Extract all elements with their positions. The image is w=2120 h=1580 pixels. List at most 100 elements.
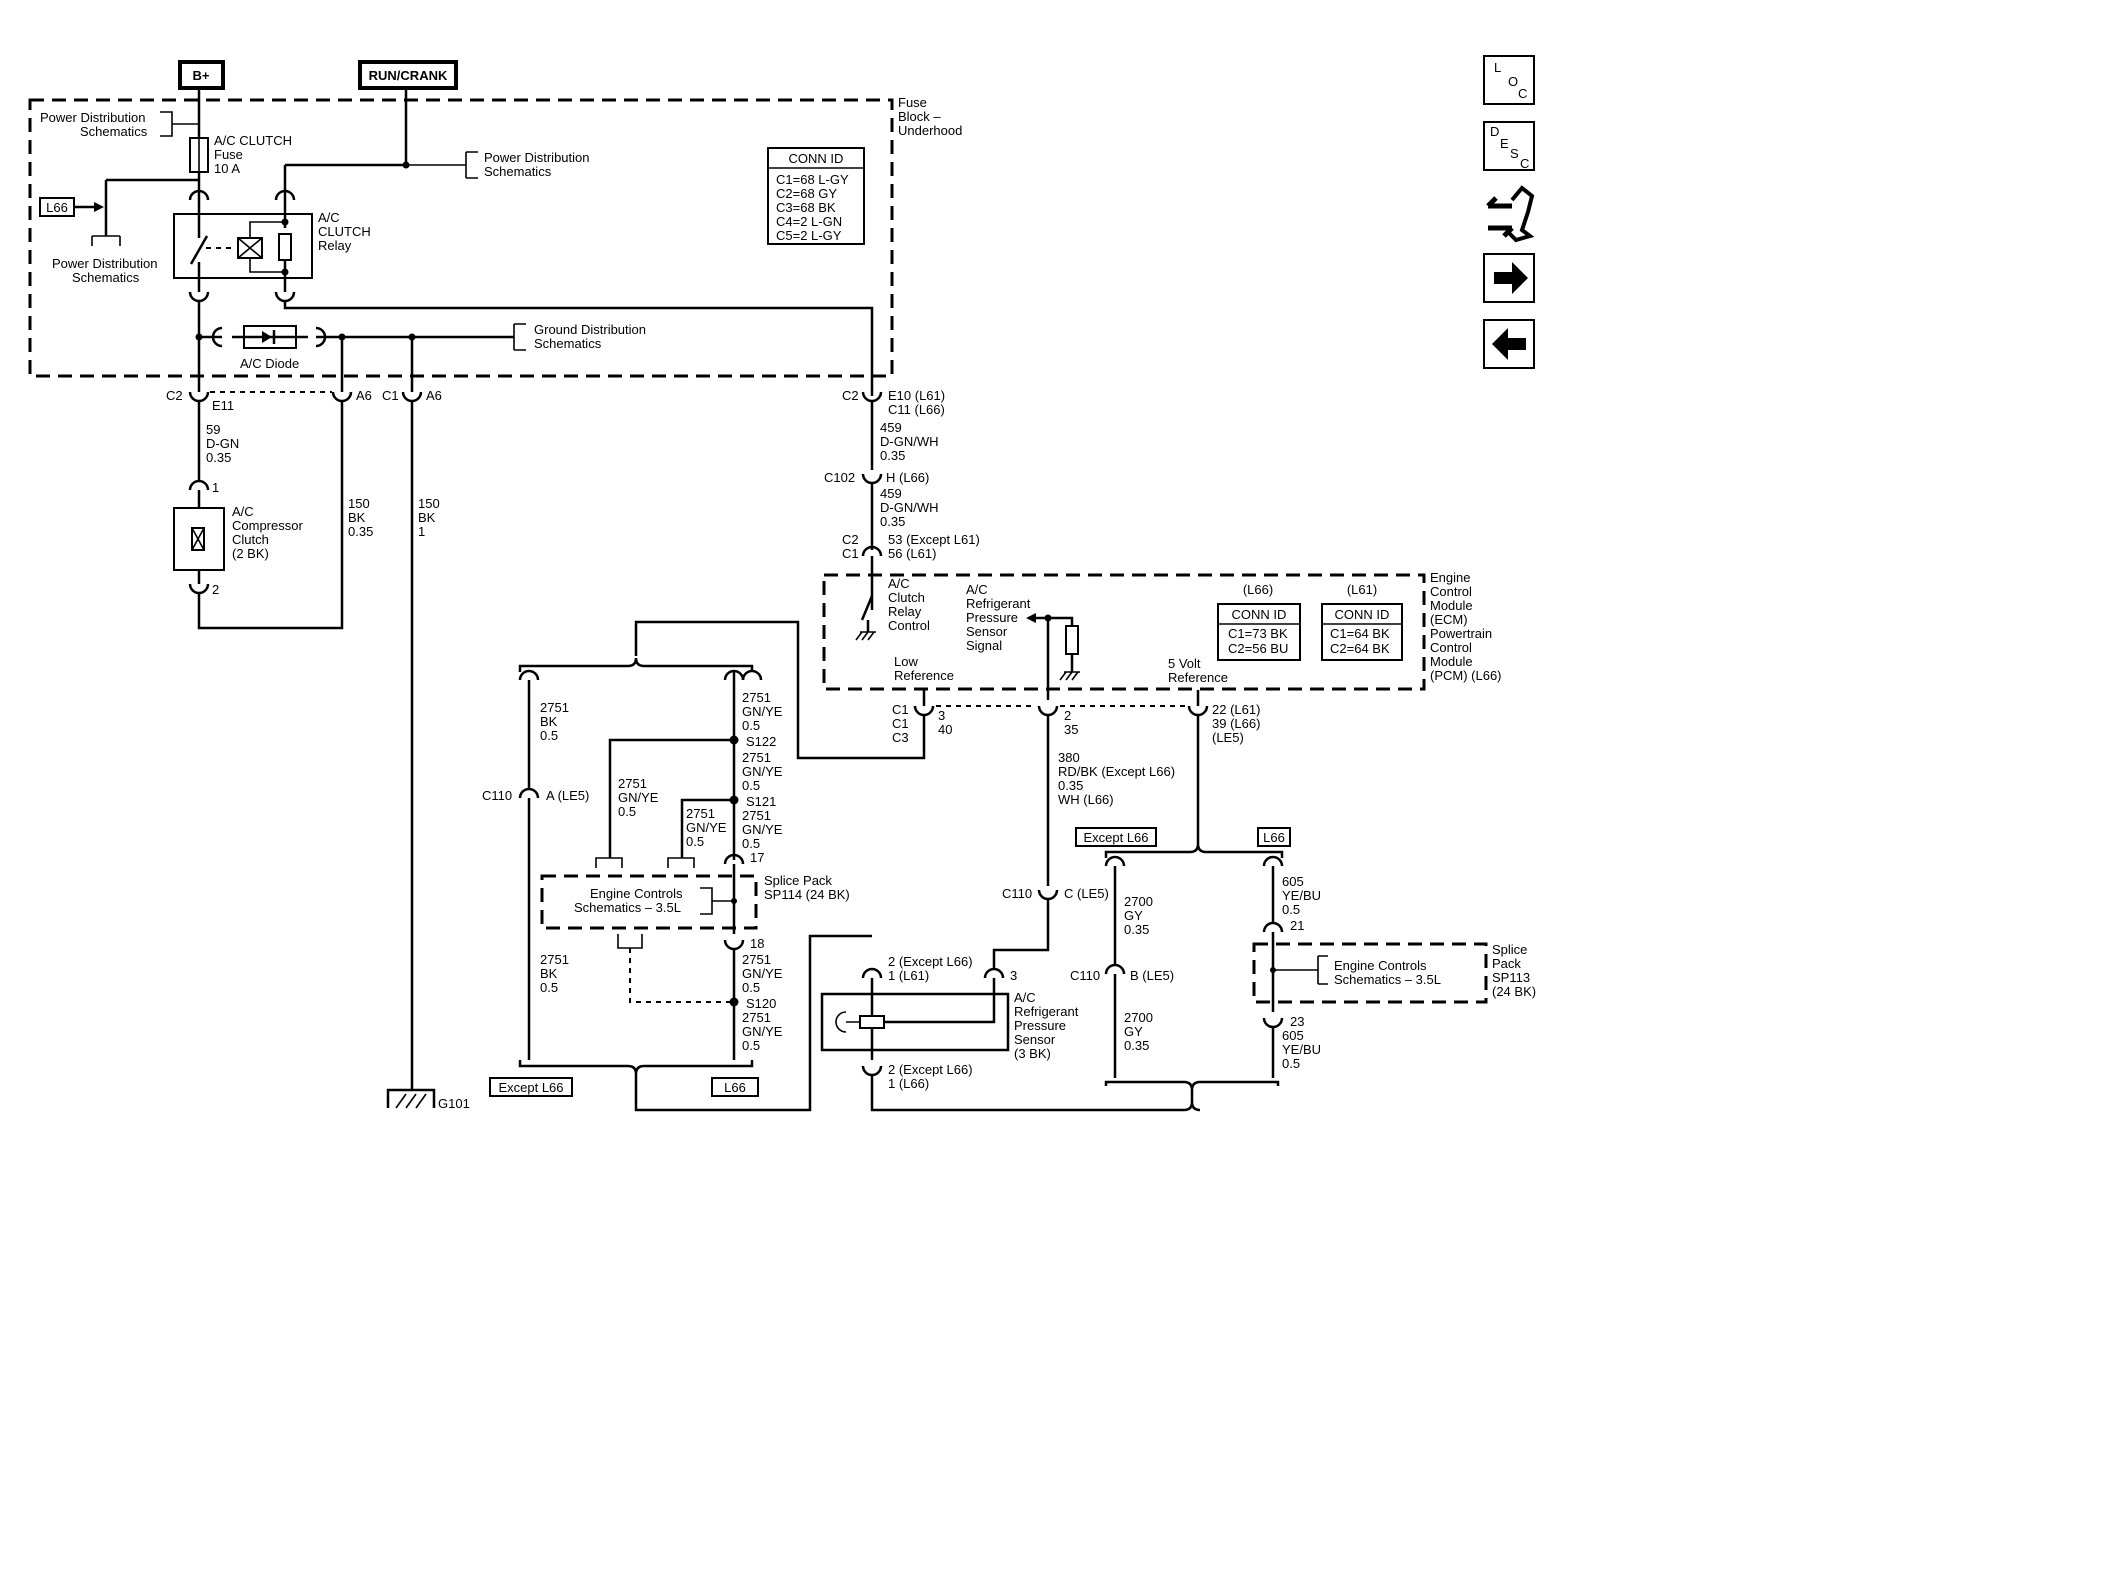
wire-2751-d: 2751 GN/YE 0.5: [742, 952, 786, 995]
run-crank-source: RUN/CRANK: [358, 60, 458, 90]
comp-pin-2: 2: [212, 582, 219, 597]
desc-letter-s: S: [1510, 146, 1519, 161]
splice-s120: S120: [746, 996, 776, 1011]
conn-e10: E10 (L61): [888, 388, 945, 403]
conn-a-le5: A (LE5): [546, 788, 589, 803]
desc-button[interactable]: D E S C: [1483, 121, 1535, 171]
conn-c-le5: C (LE5): [1064, 886, 1109, 901]
conn-a6-1: A6: [356, 388, 372, 403]
sp113-pin-21: 21: [1290, 918, 1304, 933]
loc-button[interactable]: L O C: [1483, 55, 1535, 105]
except-l66-label-1: Except L66: [498, 1080, 563, 1095]
ecm-low-ref-label: Low Reference: [894, 654, 954, 683]
wire-2751-e: 2751 GN/YE 0.5: [742, 1010, 786, 1053]
battery-label: B+: [193, 68, 210, 83]
sp114-label: Splice Pack SP114 (24 BK): [764, 873, 850, 902]
wire-2751-bk-bot: 2751 BK 0.5: [540, 952, 573, 995]
sp114-pin-18: 18: [750, 936, 764, 951]
wire-605b: 605 YE/BU 0.5: [1282, 1028, 1325, 1071]
wire-2751-bk-top: 2751 BK 0.5: [540, 700, 573, 743]
wire-380: 380 RD/BK (Except L66) 0.35 WH (L66): [1058, 750, 1179, 807]
l66-label-2: L66: [1263, 830, 1285, 845]
splice-pack-sp113: [1252, 942, 1488, 1004]
desc-letter-d: D: [1490, 124, 1499, 139]
l66-label-1: L66: [724, 1080, 746, 1095]
wire-2700b: 2700 GY 0.35: [1124, 1010, 1157, 1053]
conn-c11: C11 (L66): [888, 402, 945, 417]
svg-text:C2=56 BU: C2=56 BU: [1228, 641, 1288, 656]
conn-c110-c: C110: [1002, 886, 1032, 901]
sp113-pin-23: 23: [1290, 1014, 1304, 1029]
conn-c1: C1: [382, 388, 399, 403]
lowref-pins: 3 40: [938, 708, 952, 737]
next-page-button[interactable]: [1483, 253, 1535, 303]
sensor-bottom-pins: 2 (Except L66) 1 (L66): [888, 1062, 976, 1091]
svg-text:C1=73 BK: C1=73 BK: [1228, 626, 1288, 641]
fuse-block-conn-table: CONN ID C1=68 L-GY C2=68 GY C3=68 BK C4=…: [767, 147, 865, 245]
wire-150b: 150 BK 1: [418, 496, 443, 539]
svg-text:C4=2 L-GN: C4=2 L-GN: [776, 214, 842, 229]
conn-e11: E11: [212, 398, 234, 413]
sp113-label: Splice Pack SP113 (24 BK): [1492, 942, 1536, 999]
except-l66-tag-1: [489, 1077, 573, 1097]
l66-tag-1: [711, 1077, 759, 1097]
ecm-pressure-signal-label: A/C Refrigerant Pressure Sensor Signal: [966, 582, 1034, 653]
wire-2751-l2: 2751 GN/YE 0.5: [686, 806, 730, 849]
vref-pins: 22 (L61) 39 (L66) (LE5): [1212, 702, 1264, 745]
run-crank-label: RUN/CRANK: [369, 68, 448, 83]
wire-2751-l1: 2751 GN/YE 0.5: [618, 776, 662, 819]
ecm-conn-table-l66: (L66) CONN ID C1=73 BK C2=56 BU: [1217, 582, 1301, 661]
fuse-block-boundary: [28, 98, 894, 378]
l66-option-label: L66: [46, 200, 68, 215]
wire-150a: 150 BK 0.35: [348, 496, 373, 539]
ground-label: G101: [438, 1096, 470, 1111]
except-l66-tag-2: [1075, 827, 1157, 847]
splice-s122: S122: [746, 734, 776, 749]
conn-b-le5: B (LE5): [1130, 968, 1174, 983]
conn-c1-ecm: C1: [842, 546, 859, 561]
svg-text:(L66): (L66): [1243, 582, 1273, 597]
svg-text:C5=2 L-GY: C5=2 L-GY: [776, 228, 842, 243]
loc-letter-l: L: [1494, 60, 1501, 75]
power-dist-ref-2: Power Distribution Schematics: [52, 256, 161, 285]
ecm-relay-control-label: A/C Clutch Relay Control: [888, 576, 930, 633]
conn-h: H (L66): [886, 470, 929, 485]
wire-605a: 605 YE/BU 0.5: [1282, 874, 1325, 917]
svg-text:C2=68 GY: C2=68 GY: [776, 186, 837, 201]
pin-53: 53 (Except L61): [888, 532, 980, 547]
ecm-5v-ref-label: 5 Volt Reference: [1168, 656, 1228, 685]
arrow-right-icon: [1494, 262, 1528, 294]
svg-text:C1=68 L-GY: C1=68 L-GY: [776, 172, 849, 187]
wire-2751-c: 2751 GN/YE 0.5: [742, 808, 786, 851]
comp-pin-1: 1: [212, 480, 219, 495]
ecm-label: Engine Control Module (ECM) Powertrain C…: [1430, 570, 1502, 683]
ecm-conn-table-l61: (L61) CONN ID C1=64 BK C2=64 BK: [1321, 582, 1403, 661]
sensor-label: A/C Refrigerant Pressure Sensor (3 BK): [1014, 990, 1082, 1061]
engine-controls-ref-2: Engine Controls Schematics – 3.5L: [1334, 958, 1441, 987]
svg-text:C3=68 BK: C3=68 BK: [776, 200, 836, 215]
previous-page-button[interactable]: [1483, 319, 1535, 369]
svg-text:C1=64 BK: C1=64 BK: [1330, 626, 1390, 641]
compressor-label: A/C Compressor Clutch (2 BK): [232, 504, 306, 561]
svg-text:C2=64 BK: C2=64 BK: [1330, 641, 1390, 656]
sig-pins: 2 35: [1064, 708, 1078, 737]
pin-56: 56 (L61): [888, 546, 936, 561]
wire-459a: 459 D-GN/WH 0.35: [880, 420, 942, 463]
l66-tag-2: [1257, 827, 1291, 847]
svg-text:CONN ID: CONN ID: [1335, 607, 1390, 622]
svg-text:CONN ID: CONN ID: [789, 151, 844, 166]
svg-text:CONN ID: CONN ID: [1232, 607, 1287, 622]
battery-source: B+: [178, 60, 225, 90]
ground-g101: [386, 1088, 436, 1109]
conn-c2-ecm: C2: [842, 532, 859, 547]
ground-dist-ref: Ground Distribution Schematics: [534, 322, 650, 351]
loc-letter-c: C: [1518, 86, 1527, 101]
splice-pack-sp114: [540, 874, 758, 930]
conn-c110-b: C110: [1070, 968, 1100, 983]
ac-diode-label: A/C Diode: [240, 356, 299, 371]
power-dist-ref-3: Power Distribution Schematics: [484, 150, 593, 179]
relay-label: A/C CLUTCH Relay: [318, 210, 374, 253]
connector-end-view-icon[interactable]: [1486, 185, 1535, 243]
splice-s121: S121: [746, 794, 776, 809]
wire-2751-a: 2751 GN/YE 0.5: [742, 690, 786, 733]
